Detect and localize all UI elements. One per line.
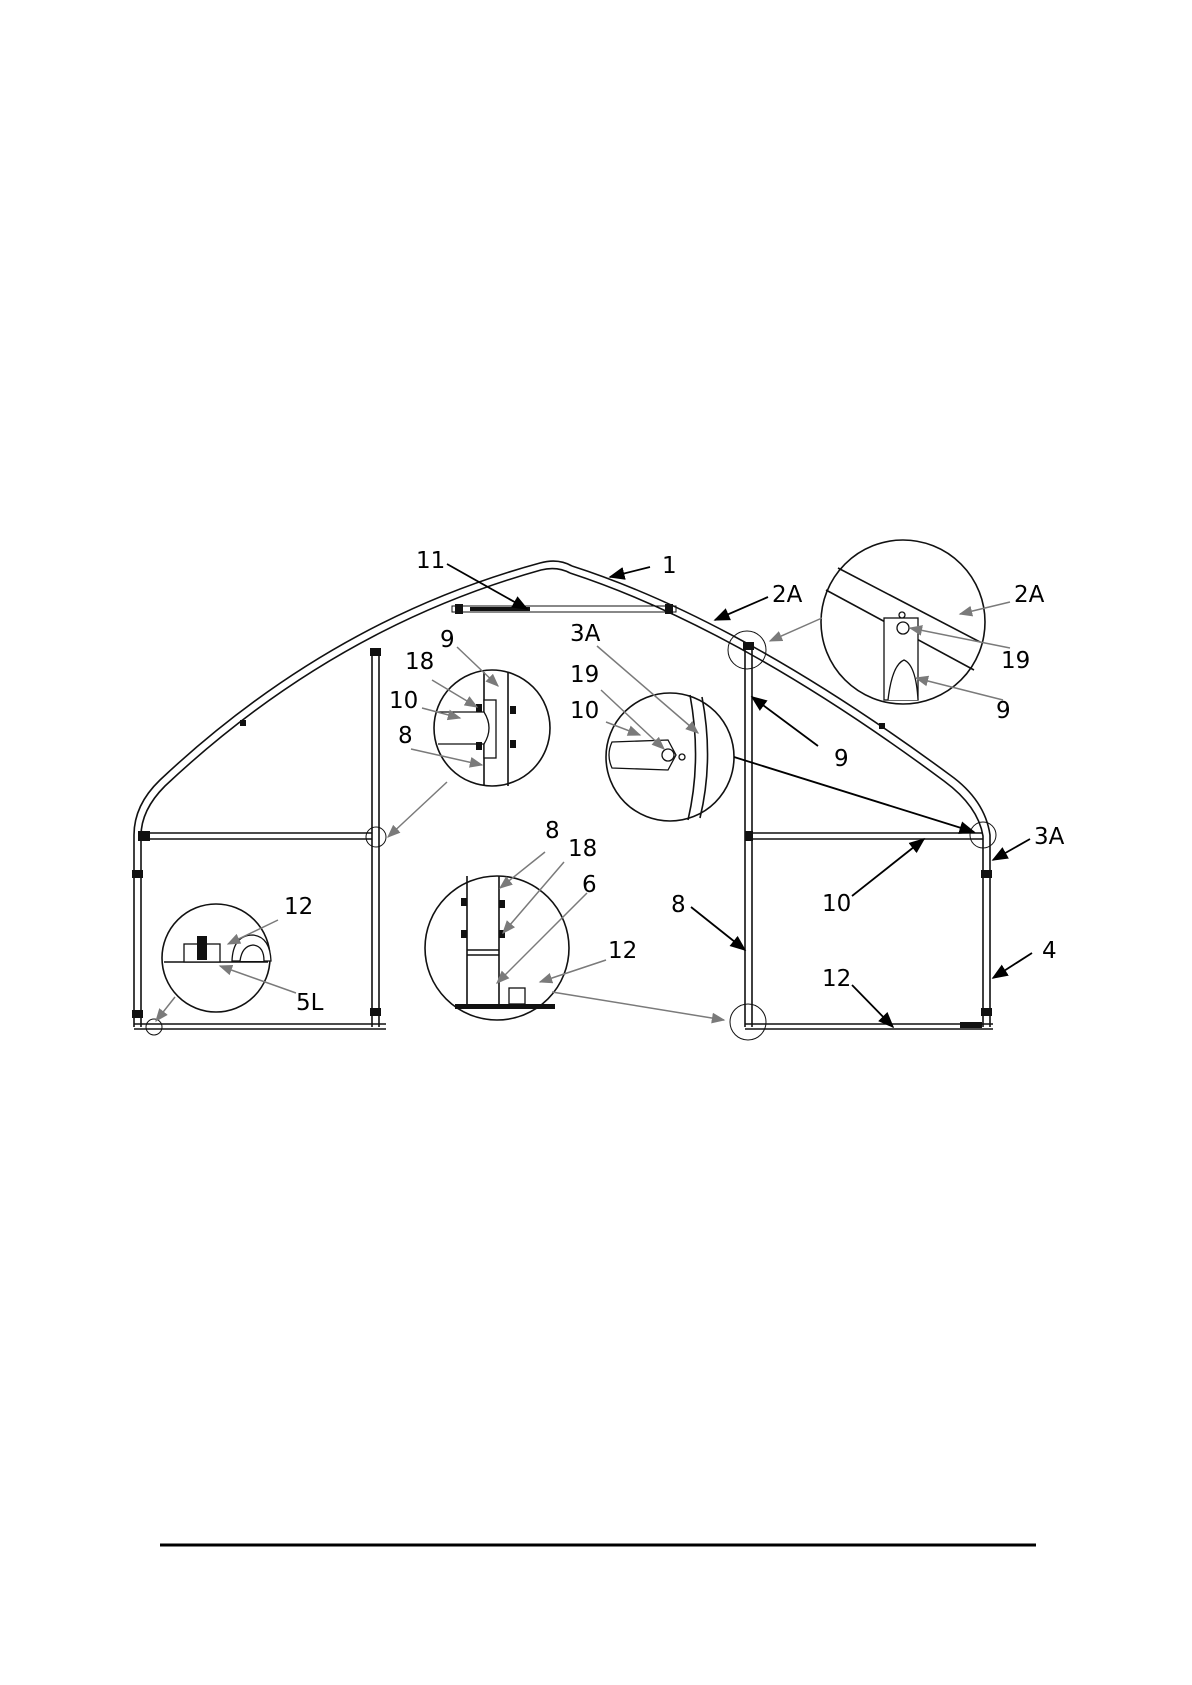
detail-pin-small bbox=[679, 754, 685, 760]
leader-detail-e-to-frame bbox=[156, 997, 175, 1021]
leader-4 bbox=[993, 953, 1032, 978]
detail-anchor-bolt bbox=[197, 936, 207, 960]
callout-1: 1 bbox=[662, 553, 677, 579]
callout-12-base: 12 bbox=[608, 938, 637, 964]
callout-19-mid: 19 bbox=[570, 662, 599, 688]
callout-5l: 5L bbox=[296, 990, 324, 1016]
leader-detail-c-to-frame bbox=[770, 618, 822, 641]
detail-base-anchor bbox=[162, 904, 271, 1012]
callout-9-detail: 9 bbox=[996, 698, 1011, 724]
leader-3a-right bbox=[993, 839, 1030, 860]
callout-11: 11 bbox=[416, 548, 445, 574]
callout-12-right: 12 bbox=[822, 966, 851, 992]
detail-circle bbox=[425, 876, 569, 1020]
detail-post-rail-joint bbox=[434, 670, 550, 786]
detail-base-plate bbox=[425, 876, 569, 1020]
leader-8-right bbox=[691, 907, 745, 950]
callout-8-base: 8 bbox=[545, 818, 560, 844]
leader-2a bbox=[715, 597, 768, 620]
leader-9-mid bbox=[752, 697, 818, 746]
detail-bolt bbox=[510, 706, 516, 714]
callout-6: 6 bbox=[582, 872, 597, 898]
leader-1 bbox=[610, 567, 650, 577]
collar-tie-center bbox=[470, 607, 530, 611]
callout-12-left: 12 bbox=[284, 894, 313, 920]
callout-4: 4 bbox=[1042, 938, 1057, 964]
leader-10-right bbox=[852, 839, 924, 896]
detail-bolt bbox=[897, 622, 909, 634]
callout-2a-main: 2A bbox=[772, 582, 803, 608]
detail-pin bbox=[662, 749, 674, 761]
joint-mark bbox=[879, 723, 885, 729]
callout-18-base: 18 bbox=[568, 836, 597, 862]
joint-mark bbox=[240, 720, 246, 726]
callout-8-right: 8 bbox=[671, 892, 686, 918]
detail-base-plate-bar bbox=[455, 1004, 555, 1009]
callout-8-left: 8 bbox=[398, 723, 413, 749]
detail-bolt bbox=[476, 742, 482, 750]
detail-anchor bbox=[509, 988, 525, 1004]
detail-ref-circle bbox=[366, 827, 386, 847]
detail-bolt bbox=[476, 704, 482, 712]
callout-10-right: 10 bbox=[822, 891, 851, 917]
joint-mark bbox=[132, 870, 143, 878]
collar-tie-clamp-left bbox=[455, 604, 463, 614]
post-right-top-cap bbox=[743, 642, 754, 650]
detail-bolt bbox=[461, 930, 467, 938]
leader-detail-d-to-frame bbox=[552, 992, 724, 1020]
joint-mark bbox=[981, 870, 992, 878]
detail-bolt bbox=[510, 740, 516, 748]
detail-bolt bbox=[461, 898, 467, 906]
callout-9-left: 9 bbox=[440, 627, 455, 653]
callout-3a-detail: 3A bbox=[570, 621, 601, 647]
detail-ref-circle bbox=[146, 1019, 162, 1035]
callout-18-left: 18 bbox=[405, 649, 434, 675]
callout-19-detail: 19 bbox=[1001, 648, 1030, 674]
detail-bolt-small bbox=[899, 612, 905, 618]
joint-mark bbox=[745, 831, 753, 841]
leader-detail-b-to-frame bbox=[734, 757, 974, 832]
detail-bolt bbox=[499, 900, 505, 908]
leader-detail-a-to-frame bbox=[388, 782, 447, 837]
collar-tie-clamp-right bbox=[665, 604, 673, 614]
joint-mark bbox=[138, 831, 150, 841]
callout-2a-detail: 2A bbox=[1014, 582, 1045, 608]
callout-10-mid: 10 bbox=[570, 698, 599, 724]
callout-10-left: 10 bbox=[389, 688, 418, 714]
joint-mark bbox=[981, 1008, 992, 1016]
joint-mark bbox=[370, 1008, 381, 1016]
joint-mark bbox=[132, 1010, 143, 1018]
detail-roof-post bbox=[821, 540, 985, 704]
post-left-top-cap bbox=[370, 648, 381, 656]
detail-ref-circle bbox=[730, 1004, 766, 1040]
callout-9-mid: 9 bbox=[834, 746, 849, 772]
leader-12-right bbox=[852, 985, 893, 1027]
joint-mark bbox=[960, 1022, 982, 1028]
callout-3a-right: 3A bbox=[1034, 824, 1065, 850]
detail-rail-end bbox=[438, 712, 489, 744]
